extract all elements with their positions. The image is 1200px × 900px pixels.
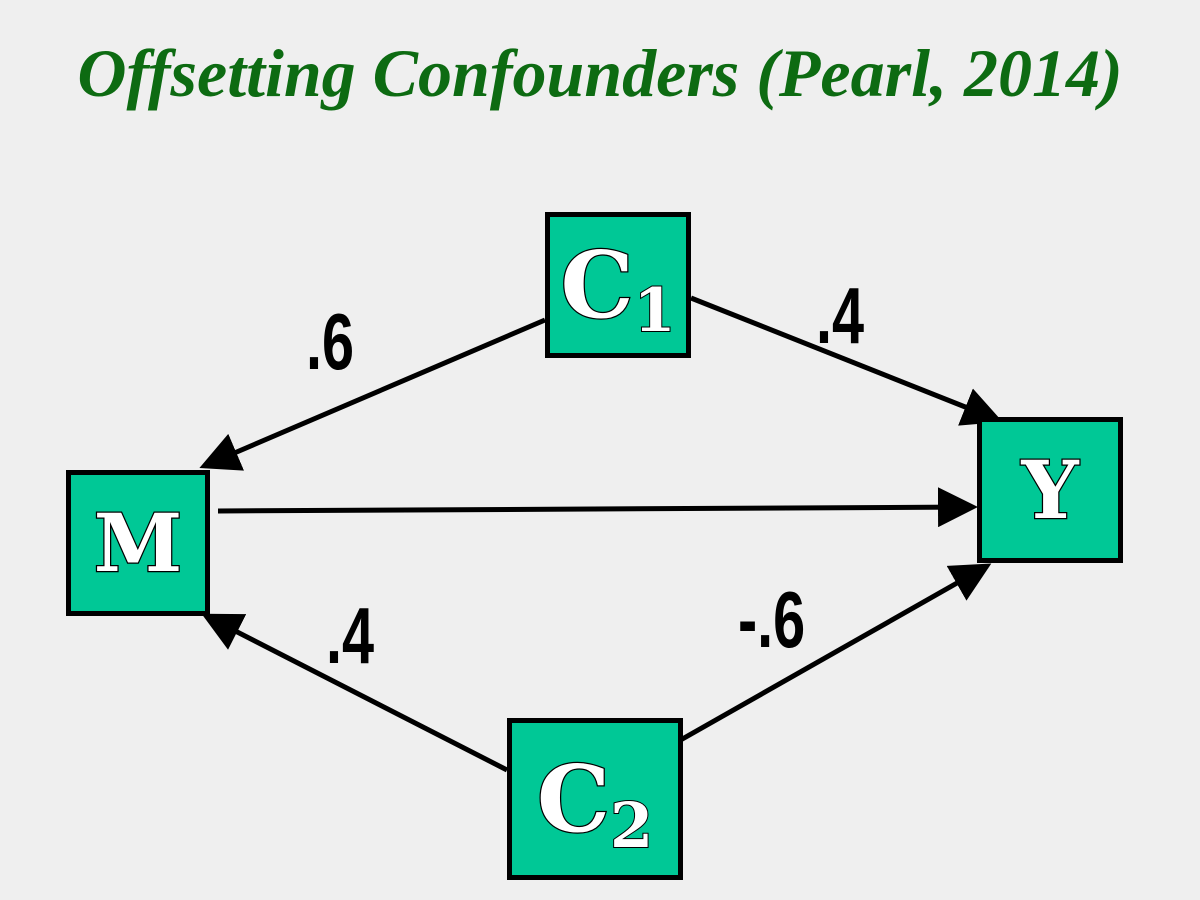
edge-c1-to-y xyxy=(690,295,1003,426)
edge-label-c1-y: .4 xyxy=(816,271,865,360)
node-c1-subscript: 1 xyxy=(633,275,677,347)
edge-label-c2-m: .4 xyxy=(326,591,375,680)
node-m: M xyxy=(66,470,210,616)
edge-c2-to-m xyxy=(201,613,509,773)
edge-label-c1-m: .6 xyxy=(306,297,355,386)
node-c2-subscript: 2 xyxy=(609,788,654,863)
node-c1-letter: C xyxy=(559,231,635,339)
edge-label-c2-y: -.6 xyxy=(738,575,806,664)
node-y: Y xyxy=(977,417,1123,563)
node-m-label: M xyxy=(92,496,183,590)
node-y-label: Y xyxy=(1020,443,1080,537)
edge-c2-to-y xyxy=(668,563,992,749)
edge-c1-to-m xyxy=(199,317,546,471)
edge-m-to-y xyxy=(217,487,978,528)
slide-title: Offsetting Confounders (Pearl, 2014) xyxy=(77,35,1123,111)
node-c2-letter: C xyxy=(536,745,612,853)
